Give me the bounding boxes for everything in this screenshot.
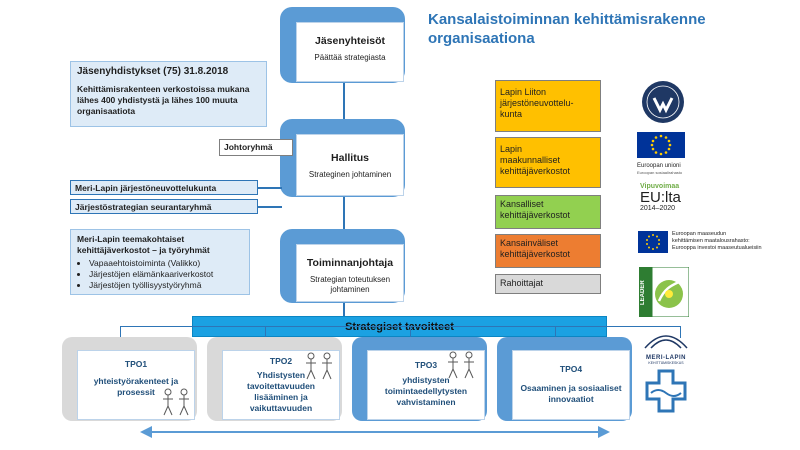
teemaverkostot-list: Vapaaehtoistoiminta (Valikko) Järjestöje… [77,258,243,291]
tpo2-code: TPO2 [269,356,293,366]
tpo2-line: vaikuttavuuden [249,403,313,413]
vipuvoimaa-logo: Vipuvoimaa EU:lta 2014–2020 [640,183,700,223]
connector-line [343,196,345,230]
leader-icon [639,266,690,318]
legend-rahoittajat: Rahoittajat [495,274,601,294]
tpo4-line: Osaaminen ja sosiaaliset [520,383,622,393]
legend-text: maakunnalliset [500,155,561,165]
tpo4-code: TPO4 [559,364,583,374]
tpo4-box: TPO4 Osaaminen ja sosiaaliset innovaatio… [512,350,630,420]
connector-line [410,326,411,338]
tpo3-line: yhdistysten [402,375,450,385]
stick-figures-icon [306,352,332,380]
legend-maakunnalliset: Lapin maakunnalliset kehittäjäverkostot [495,137,601,188]
eu-logo: Euroopan unioni Euroopan sosiaalirahasto [637,132,687,175]
tpo4-line: innovaatiot [548,394,594,404]
seurantaryhma-box: Järjestöstrategian seurantaryhmä [70,199,258,214]
merilappi-text: MERI-LAPIN [646,355,686,361]
tpo1-code: TPO1 [124,359,148,369]
legend-text: kehittäjäverkostot [500,249,571,259]
tpo1-box: TPO1 yhteistyörakenteet ja prosessit [77,350,195,420]
tpo2-line: Yhdistysten [256,370,306,380]
toiminnanjohtaja-subtitle-line: johtaminen [330,285,370,294]
teemaverkostot-box: Meri-Lapin teemakohtaiset kehittäjäverko… [70,229,250,295]
stick-figures-icon [448,351,474,379]
tpo2-line: tavoitettavuuden [246,381,315,391]
connector-line [343,83,345,119]
connector-line [258,187,282,189]
tpo3-line: toimintaedellytysten [384,386,468,396]
connector-line [120,326,121,338]
connector-line [265,326,266,338]
legend-text: Lapin Liiton [500,87,547,97]
maaseutu-text: Eurooppa investoi maaseutualueisiin [672,245,762,251]
johtoryhma-box: Johtoryhmä [219,139,293,156]
jasenyhteisot-title: Jäsenyhteisöt [314,35,386,47]
toiminnanjohtaja-box: Toiminnanjohtaja Strategian toteutuksen … [296,244,404,302]
eu-flag-icon [638,231,668,253]
tpo1-line: prosessit [117,387,155,397]
maaseutu-logo: Euroopan maaseudun kehittämisen maatalou… [638,231,798,257]
tpo3-line: vahvistaminen [396,397,456,407]
jasenyhdistykset-line: lähes 400 yhdistystä ja lähes 100 muuta [77,95,238,105]
jasenyhdistykset-heading: Jäsenyhdistykset (75) 31.8.2018 [77,66,229,77]
leader-logo: LEADER [639,266,690,318]
eu-flag-icon [637,132,685,158]
legend-text: Lapin [500,144,523,154]
connector-line [258,206,282,208]
list-item: Järjestöjen elämänkaariverkostot [89,269,243,280]
jasenyhteisot-box: Jäsenyhteisöt Päättää strategiasta [296,22,404,82]
diagram-title: Kansalaistoiminnan kehittämisrakenne org… [428,11,706,47]
connector-line [120,326,680,327]
leader-text: LEADER [640,280,646,306]
hallitus-title: Hallitus [331,152,369,164]
eu-sub-label: Euroopan sosiaalirahasto [637,170,683,175]
connector-line [680,326,681,338]
legend-text: järjestöneuvottelu- [500,98,574,108]
legend-text: kehittäjäverkostot [500,210,571,220]
tpo2-box: TPO2 Yhdistysten tavoitettavuuden lisääm… [222,350,340,420]
tpo1-line: yhteistyörakenteet ja [93,376,179,386]
jasenyhdistykset-box: Jäsenyhdistykset (75) 31.8.2018 Kehittäm… [70,61,267,127]
legend-text: Kansalliset [500,199,544,209]
merilappi-waves-icon [644,335,688,349]
legend-lapin-liitto: Lapin Liiton järjestöneuvottelu- kunta [495,80,601,132]
legend-text: kehittäjäverkostot [500,166,571,176]
teemaverkostot-heading: kehittäjäverkostot – ja työryhmät [77,245,210,255]
hallitus-box: Hallitus Strateginen johtaminen [296,134,404,196]
quality-badge-icon [642,81,684,123]
legend-text: Rahoittajat [500,278,544,288]
jasenyhdistykset-line: Kehittämisrakenteen verkostoissa mukana [77,84,250,94]
merilappi-cross-icon [645,369,687,413]
list-item: Järjestöjen työllisyystyöryhmä [89,280,243,291]
legend-text: kunta [500,109,523,119]
legend-kansalliset: Kansalliset kehittäjäverkostot [495,195,601,229]
merilappi-logo: MERI-LAPIN KEHITTÄMISKESKUS [637,330,695,415]
vipuvoimaa-text: Vipuvoimaa [640,183,680,190]
toiminnanjohtaja-subtitle-line: Strategian toteutuksen [309,275,391,284]
maaseutu-text: kehittämisen maatalousrahasto: [672,238,750,244]
eulta-text: EU:lta [640,189,681,206]
connector-line [555,326,556,338]
legend-text: Kansainväliset [500,238,559,248]
teemaverkostot-heading: Meri-Lapin teemakohtaiset [77,234,185,244]
jasenyhteisot-subtitle: Päättää strategiasta [314,53,386,62]
merilappi-sub-text: KEHITTÄMISKESKUS [648,361,684,365]
tpo3-code: TPO3 [414,360,438,370]
jasenyhdistykset-line: organisaatiota [77,106,136,116]
connector-line [343,302,345,317]
double-arrow-icon [140,426,610,438]
maaseutu-text: Euroopan maaseudun [672,231,727,237]
legend-kansainvaliset: Kansainväliset kehittäjäverkostot [495,234,601,268]
tpo2-line: lisääminen ja [254,392,308,402]
toiminnanjohtaja-subtitle: Strategian toteutuksen johtaminen [297,275,403,295]
merilappi-neuvottelukunta-box: Meri-Lapin järjestöneuvottelukunta [70,180,258,195]
years-text: 2014–2020 [640,205,676,212]
list-item: Vapaaehtoistoiminta (Valikko) [89,258,243,269]
eu-label: Euroopan unioni [637,163,681,169]
toiminnanjohtaja-title: Toiminnanjohtaja [306,257,394,269]
stick-figures-icon [163,388,189,416]
hallitus-subtitle: Strateginen johtaminen [308,170,392,179]
